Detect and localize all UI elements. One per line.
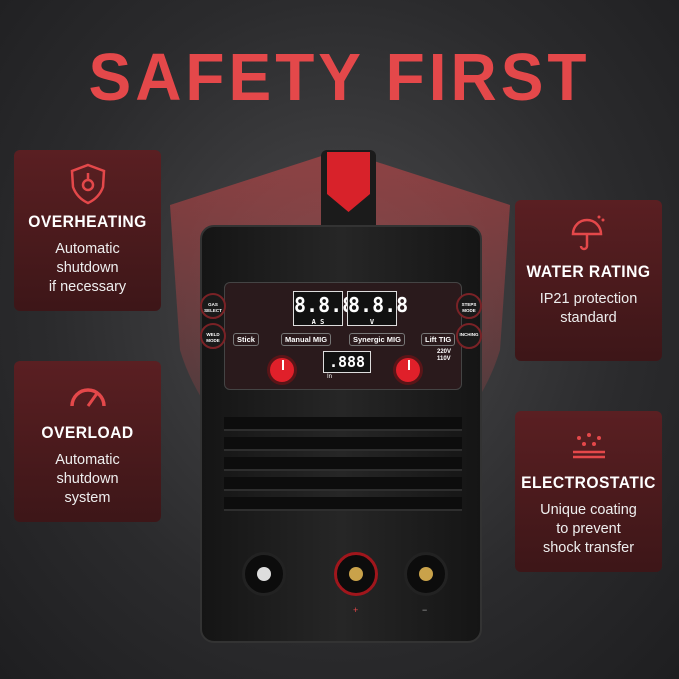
mode-stick[interactable]: Stick <box>233 333 259 346</box>
right-knob[interactable] <box>393 355 423 385</box>
feature-title: OVERHEATING <box>28 212 147 231</box>
wire-speed-display: .888 <box>323 351 371 373</box>
positive-label: + <box>353 605 359 615</box>
negative-socket[interactable] <box>404 552 448 596</box>
vent <box>224 437 462 451</box>
positive-socket[interactable] <box>334 552 378 596</box>
feature-title: WATER RATING <box>526 262 651 281</box>
mode-synergic-mig[interactable]: Synergic MIG <box>349 333 405 346</box>
page-title: SAFETY FIRST <box>88 39 591 115</box>
static-dots-icon <box>515 421 662 469</box>
torch-socket[interactable] <box>242 552 286 596</box>
steps-mode-button[interactable]: STEPS MODE <box>456 293 482 319</box>
wire-speed-unit: In <box>327 374 333 380</box>
umbrella-rain-icon <box>515 210 662 258</box>
mode-lift-tig[interactable]: Lift TIG <box>421 333 456 346</box>
gas-select-button[interactable]: GAS SELECT <box>200 293 226 319</box>
inching-button[interactable]: INCHING <box>456 323 482 349</box>
thermometer-shield-icon <box>14 160 161 208</box>
negative-label: − <box>422 605 428 615</box>
vent <box>224 477 462 491</box>
weld-mode-button[interactable]: WELD MODE <box>200 323 226 349</box>
gauge-icon <box>14 371 161 419</box>
feature-title: ELECTROSTATIC <box>521 473 656 492</box>
mode-manual-mig[interactable]: Manual MIG <box>281 333 332 346</box>
welder-handle <box>321 150 376 238</box>
vent <box>224 497 462 511</box>
vent <box>224 417 462 431</box>
feature-title: OVERLOAD <box>41 423 134 442</box>
vent <box>224 457 462 471</box>
left-knob[interactable] <box>267 355 297 385</box>
